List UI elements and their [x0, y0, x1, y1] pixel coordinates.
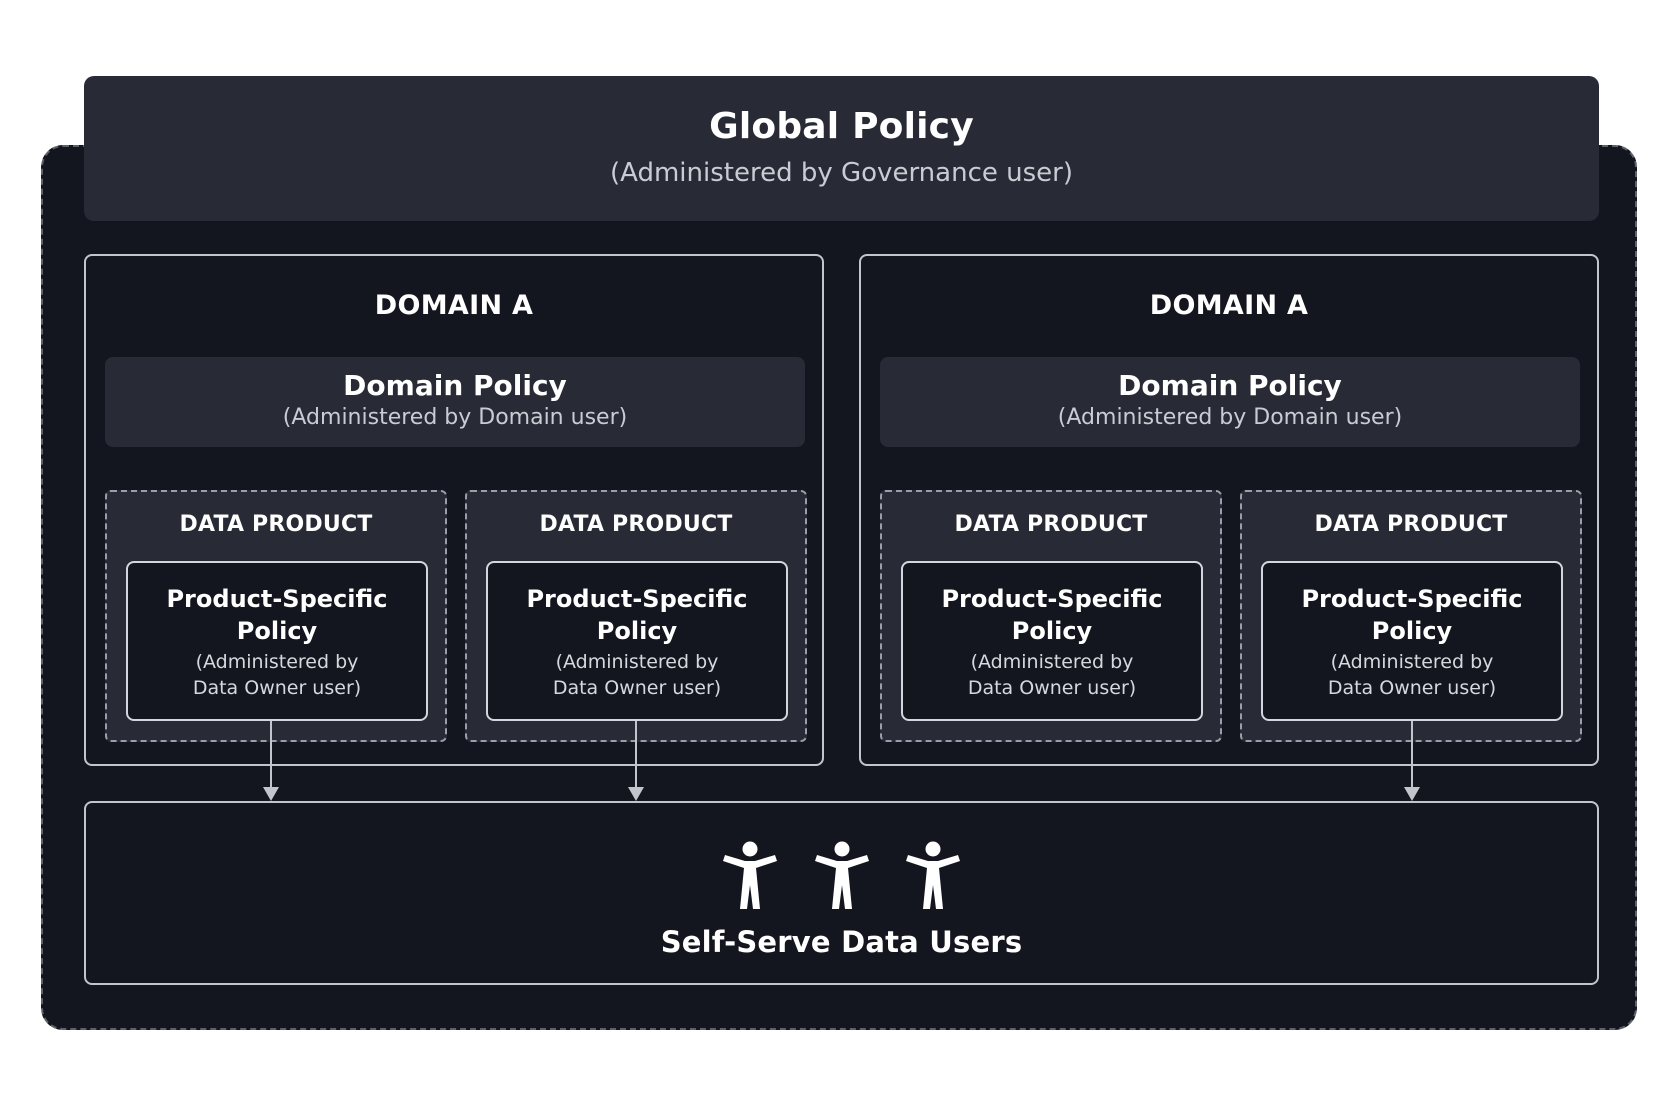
data-product-box: DATA PRODUCT Product-Specific Policy (Ad… — [1240, 490, 1582, 742]
data-product-title: DATA PRODUCT — [1314, 512, 1508, 537]
product-policy-title: Product-Specific Policy — [941, 585, 1163, 645]
person-icon — [905, 841, 960, 909]
global-policy-subtitle: (Administered by Governance user) — [610, 158, 1073, 188]
person-icon — [814, 841, 869, 909]
product-policy-title: Product-Specific Policy — [166, 585, 388, 645]
data-product-title: DATA PRODUCT — [954, 512, 1148, 537]
product-specific-policy-box: Product-Specific Policy (Administered by… — [126, 561, 428, 721]
domain-policy-title: Domain Policy — [343, 369, 567, 402]
product-policy-title: Product-Specific Policy — [1301, 585, 1523, 645]
domain-title: DOMAIN A — [1149, 290, 1309, 321]
person-icon — [723, 841, 778, 909]
data-product-box: DATA PRODUCT Product-Specific Policy (Ad… — [465, 490, 807, 742]
data-product-box: DATA PRODUCT Product-Specific Policy (Ad… — [105, 490, 447, 742]
product-specific-policy-box: Product-Specific Policy (Administered by… — [486, 561, 788, 721]
domain-policy-title: Domain Policy — [1118, 369, 1342, 402]
domain-box-2: DOMAIN A Domain Policy (Administered by … — [859, 254, 1599, 766]
domain-title: DOMAIN A — [374, 290, 534, 321]
product-policy-subtitle: (Administered by Data Owner user) — [1327, 651, 1497, 699]
self-serve-users-label: Self-Serve Data Users — [660, 925, 1023, 959]
data-product-title: DATA PRODUCT — [179, 512, 373, 537]
global-policy-box: Global Policy (Administered by Governanc… — [84, 76, 1599, 221]
domain-policy-subtitle: (Administered by Domain user) — [1057, 405, 1403, 430]
product-specific-policy-box: Product-Specific Policy (Administered by… — [1261, 561, 1563, 721]
product-policy-subtitle: (Administered by Data Owner user) — [552, 651, 722, 699]
data-product-title: DATA PRODUCT — [539, 512, 733, 537]
product-specific-policy-box: Product-Specific Policy (Administered by… — [901, 561, 1203, 721]
global-policy-title: Global Policy — [709, 106, 974, 147]
data-product-box: DATA PRODUCT Product-Specific Policy (Ad… — [880, 490, 1222, 742]
users-icon-group — [86, 841, 1597, 913]
product-policy-title: Product-Specific Policy — [526, 585, 748, 645]
domain-box-1: DOMAIN A Domain Policy (Administered by … — [84, 254, 824, 766]
domain-policy-subtitle: (Administered by Domain user) — [282, 405, 628, 430]
product-policy-subtitle: (Administered by Data Owner user) — [967, 651, 1137, 699]
domain-policy-box: Domain Policy (Administered by Domain us… — [105, 357, 805, 447]
product-policy-subtitle: (Administered by Data Owner user) — [192, 651, 362, 699]
self-serve-users-box: Self-Serve Data Users — [84, 801, 1599, 985]
domain-policy-box: Domain Policy (Administered by Domain us… — [880, 357, 1580, 447]
